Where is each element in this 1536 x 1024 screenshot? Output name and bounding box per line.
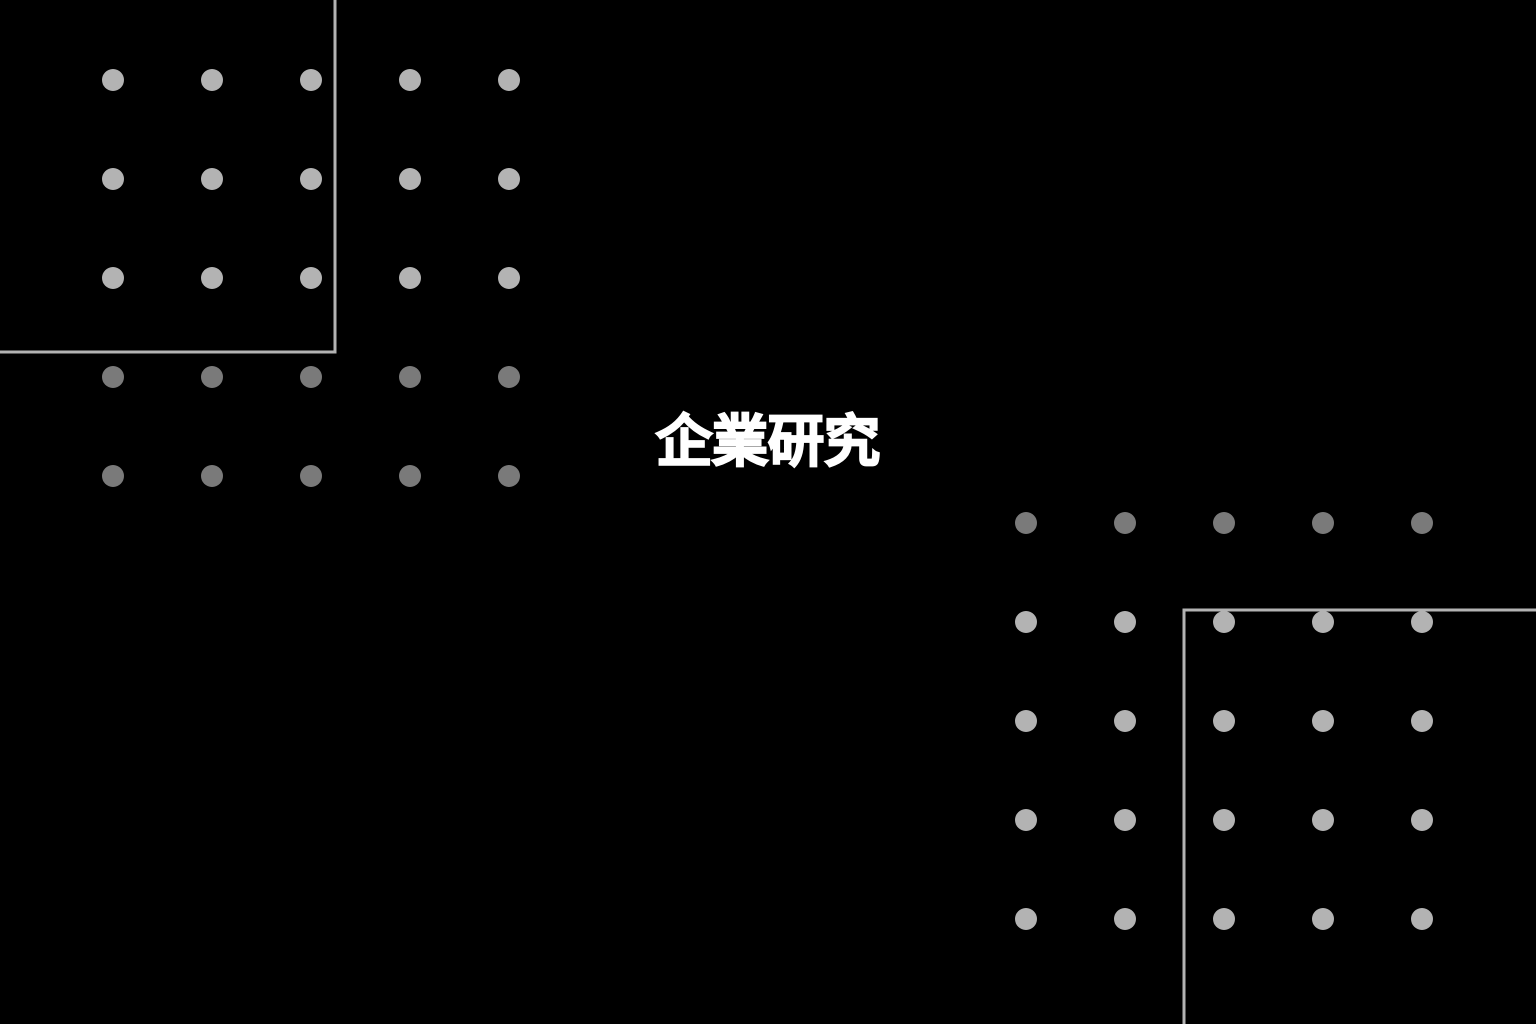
dot-bottom-right xyxy=(1213,809,1235,831)
dot-top-left xyxy=(201,168,223,190)
dot-bottom-right xyxy=(1015,611,1037,633)
frame-corner-top-left xyxy=(0,0,337,354)
dot-top-left xyxy=(498,267,520,289)
dot-top-left xyxy=(300,267,322,289)
dot-top-left xyxy=(300,168,322,190)
dot-bottom-right xyxy=(1312,611,1334,633)
dot-bottom-right xyxy=(1015,512,1037,534)
dot-bottom-right xyxy=(1015,710,1037,732)
dot-top-left xyxy=(102,69,124,91)
dot-bottom-right xyxy=(1114,512,1136,534)
dot-bottom-right xyxy=(1015,908,1037,930)
dot-top-left xyxy=(498,465,520,487)
dot-bottom-right xyxy=(1411,908,1433,930)
dot-top-left xyxy=(399,69,421,91)
dot-bottom-right xyxy=(1312,512,1334,534)
dot-bottom-right xyxy=(1114,611,1136,633)
dot-bottom-right xyxy=(1213,908,1235,930)
dot-bottom-right xyxy=(1015,809,1037,831)
dot-top-left xyxy=(498,366,520,388)
dot-bottom-right xyxy=(1411,611,1433,633)
dot-top-left xyxy=(102,168,124,190)
page-title: 企業研究 xyxy=(655,409,881,476)
dot-bottom-right xyxy=(1312,710,1334,732)
dot-bottom-right xyxy=(1213,611,1235,633)
dot-top-left xyxy=(399,366,421,388)
dot-top-left xyxy=(399,465,421,487)
dot-grid-bottom-right xyxy=(1015,512,1433,930)
dot-top-left xyxy=(102,465,124,487)
dot-top-left xyxy=(498,69,520,91)
dot-bottom-right xyxy=(1411,512,1433,534)
dot-grid-top-left xyxy=(102,69,520,487)
dot-top-left xyxy=(300,366,322,388)
dot-top-left xyxy=(201,366,223,388)
dot-bottom-right xyxy=(1411,809,1433,831)
dot-top-left xyxy=(399,168,421,190)
dot-top-left xyxy=(201,267,223,289)
dot-bottom-right xyxy=(1213,710,1235,732)
dot-bottom-right xyxy=(1312,908,1334,930)
dot-top-left xyxy=(399,267,421,289)
dot-top-left xyxy=(201,465,223,487)
frame-corner-bottom-right xyxy=(1182,608,1536,1024)
dot-top-left xyxy=(300,69,322,91)
dot-bottom-right xyxy=(1114,908,1136,930)
dot-top-left xyxy=(102,267,124,289)
dot-top-left xyxy=(498,168,520,190)
dot-bottom-right xyxy=(1213,512,1235,534)
dot-bottom-right xyxy=(1114,710,1136,732)
dot-top-left xyxy=(102,366,124,388)
dot-top-left xyxy=(201,69,223,91)
dot-bottom-right xyxy=(1114,809,1136,831)
dot-top-left xyxy=(300,465,322,487)
dot-bottom-right xyxy=(1312,809,1334,831)
dot-bottom-right xyxy=(1411,710,1433,732)
